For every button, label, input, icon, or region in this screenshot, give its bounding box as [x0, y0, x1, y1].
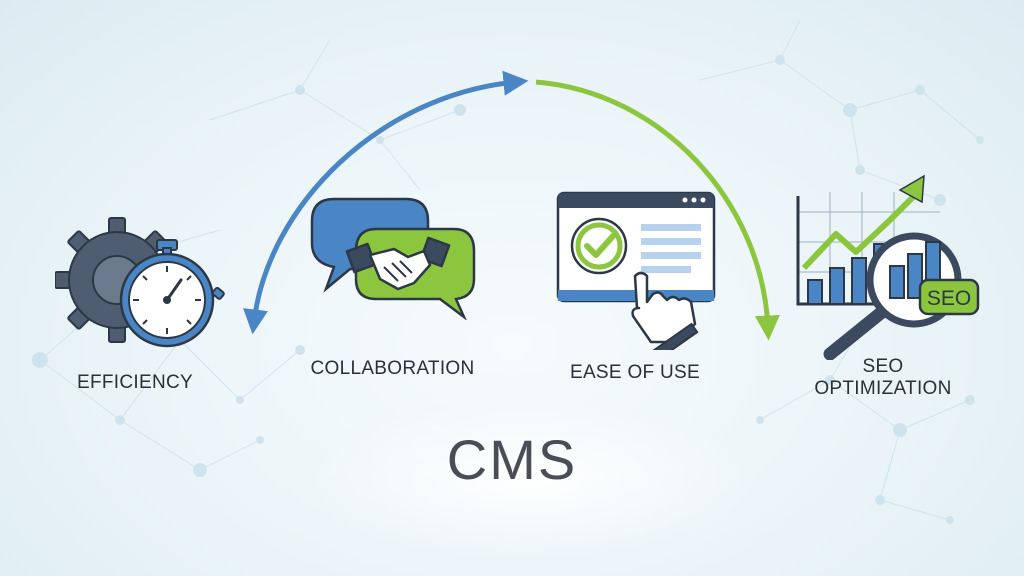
page-title: CMS: [446, 428, 578, 491]
label-seo-line1: SEO: [862, 356, 904, 377]
seo-badge: SEO: [927, 287, 971, 310]
title-glow: [300, 400, 760, 560]
gear-stopwatch-icon: [55, 217, 225, 348]
handshake-chat-icon: [310, 197, 476, 320]
chart-magnifier-icon: SEO: [796, 174, 980, 360]
feature-ease-of-use: [555, 190, 720, 350]
label-efficiency: EFFICIENCY: [77, 372, 193, 393]
green-arrow: [535, 79, 780, 341]
label-collaboration: COLLABORATION: [310, 358, 475, 379]
feature-seo-optimization: SEO: [790, 172, 990, 360]
feature-efficiency: [55, 210, 235, 360]
browser-checkmark-cursor-icon: [556, 191, 716, 350]
label-seo-line2: OPTIMIZATION: [814, 378, 952, 399]
label-seo-optimization: SEO OPTIMIZATION: [798, 356, 968, 400]
feature-collaboration: [306, 195, 486, 320]
label-ease-of-use: EASE OF USE: [569, 362, 700, 383]
blue-arrow: [243, 70, 529, 335]
